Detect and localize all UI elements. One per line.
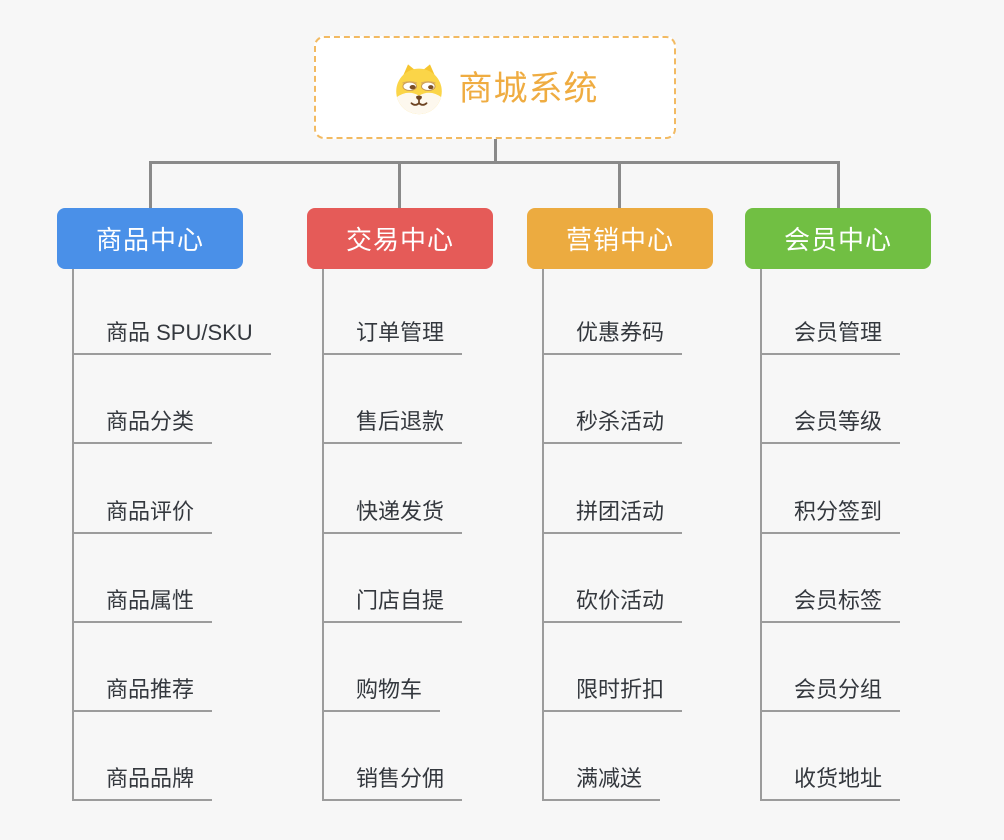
connector-top-rail — [149, 161, 840, 164]
subtopic-node[interactable]: 售后退款 — [322, 408, 463, 444]
branch-node-member-center[interactable]: 会员中心 — [745, 208, 931, 269]
subtopic-node[interactable]: 商品评价 — [72, 498, 213, 534]
subtopic-node[interactable]: 商品品牌 — [72, 765, 213, 801]
branch-children-trade-center: 订单管理 售后退款 快递发货 门店自提 购物车 销售分佣 — [322, 269, 582, 809]
connector-drop-member — [837, 161, 840, 209]
subtopic-node[interactable]: 会员等级 — [760, 408, 901, 444]
root-title: 商城系统 — [458, 69, 599, 108]
branch-children-member-center: 会员管理 会员等级 积分签到 会员标签 会员分组 收货地址 — [760, 269, 1004, 809]
subtopic-node[interactable]: 秒杀活动 — [542, 408, 683, 444]
branch-spine — [542, 269, 544, 801]
subtopic-node[interactable]: 优惠券码 — [542, 319, 683, 355]
connector-root-stem — [494, 139, 497, 163]
subtopic-node[interactable]: 购物车 — [322, 676, 441, 712]
subtopic-node[interactable]: 销售分佣 — [322, 765, 463, 801]
branch-spine — [72, 269, 74, 801]
connector-drop-product — [149, 161, 152, 209]
subtopic-node[interactable]: 会员管理 — [760, 319, 901, 355]
branch-spine — [322, 269, 324, 801]
subtopic-node[interactable]: 收货地址 — [760, 765, 901, 801]
subtopic-node[interactable]: 会员分组 — [760, 676, 901, 712]
root-node[interactable]: 商城系统 — [314, 36, 676, 139]
branch-spine — [760, 269, 762, 801]
subtopic-node[interactable]: 砍价活动 — [542, 587, 683, 623]
connector-drop-trade — [398, 161, 401, 209]
subtopic-node[interactable]: 会员标签 — [760, 587, 901, 623]
branch-children-product-center: 商品 SPU/SKU 商品分类 商品评价 商品属性 商品推荐 商品品牌 — [72, 269, 332, 809]
subtopic-node[interactable]: 快递发货 — [322, 498, 463, 534]
subtopic-node[interactable]: 满减送 — [542, 765, 661, 801]
subtopic-node[interactable]: 积分签到 — [760, 498, 901, 534]
subtopic-node[interactable]: 限时折扣 — [542, 676, 683, 712]
connector-drop-marketing — [618, 161, 621, 209]
branch-node-marketing-center[interactable]: 营销中心 — [527, 208, 713, 269]
subtopic-node[interactable]: 门店自提 — [322, 587, 463, 623]
subtopic-node[interactable]: 商品推荐 — [72, 676, 213, 712]
branch-node-product-center[interactable]: 商品中心 — [57, 208, 243, 269]
subtopic-node[interactable]: 订单管理 — [322, 319, 463, 355]
subtopic-node[interactable]: 拼团活动 — [542, 498, 683, 534]
branch-children-marketing-center: 优惠券码 秒杀活动 拼团活动 砍价活动 限时折扣 满减送 — [542, 269, 802, 809]
dog-face-icon — [395, 63, 442, 114]
subtopic-node[interactable]: 商品属性 — [72, 587, 213, 623]
branch-node-trade-center[interactable]: 交易中心 — [307, 208, 493, 269]
subtopic-node[interactable]: 商品 SPU/SKU — [72, 319, 271, 355]
subtopic-node[interactable]: 商品分类 — [72, 408, 213, 444]
